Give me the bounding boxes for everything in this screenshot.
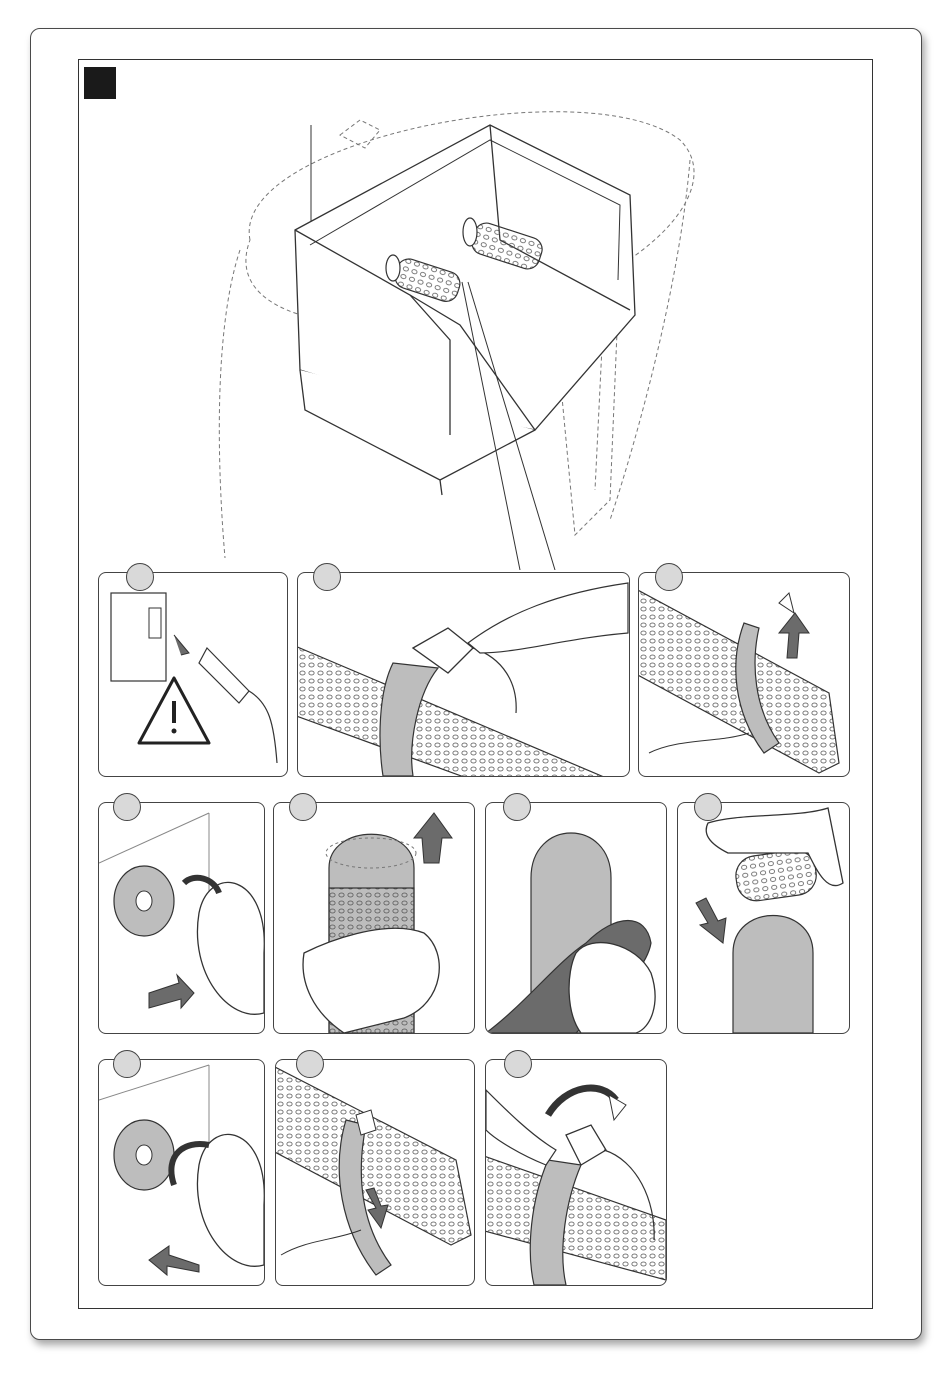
- figure-marker: [84, 67, 116, 99]
- rotate-arrow-icon: [548, 1088, 616, 1115]
- panel-close-clip: [485, 1059, 667, 1286]
- step-badge: [503, 793, 531, 821]
- strap-clip-icon: [566, 1125, 606, 1165]
- finger-icon: [486, 1090, 556, 1165]
- step-badge: [504, 1050, 532, 1078]
- step-badge: [113, 1050, 141, 1078]
- finger-icon: [468, 583, 628, 653]
- panel-unplug: [98, 572, 288, 777]
- arrow-right-icon: [149, 975, 194, 1008]
- panel-remove-sleeve: [273, 802, 475, 1034]
- arrow-down-icon: [696, 898, 726, 943]
- panel-refit-strap: [275, 1059, 475, 1286]
- appliance-body: [295, 125, 635, 495]
- step-badge: [655, 563, 683, 591]
- panel-release-clip: [297, 572, 630, 777]
- step-badge: [126, 563, 154, 591]
- hand-icon: [303, 928, 439, 1033]
- step-badge: [113, 793, 141, 821]
- panel-clean-core: [485, 802, 667, 1034]
- arrow-left-icon: [149, 1246, 199, 1275]
- step-badge: [296, 1050, 324, 1078]
- step-badge: [289, 793, 317, 821]
- main-illustration: [210, 80, 710, 570]
- step-badge: [694, 793, 722, 821]
- panel-refit-sleeve: [677, 802, 850, 1034]
- arrow-up-icon: [414, 813, 452, 863]
- filter-sleeve-icon: [733, 848, 818, 904]
- panel-screw-knob: [98, 1059, 265, 1286]
- arrow-up-icon: [779, 613, 809, 658]
- panel-unscrew-knob: [98, 802, 265, 1034]
- plug-icon: [199, 648, 249, 703]
- arrow-right-icon: [174, 635, 189, 655]
- step-badge: [313, 563, 341, 591]
- panel-lift-strap: [638, 572, 850, 777]
- filter-core-icon: [733, 916, 813, 1034]
